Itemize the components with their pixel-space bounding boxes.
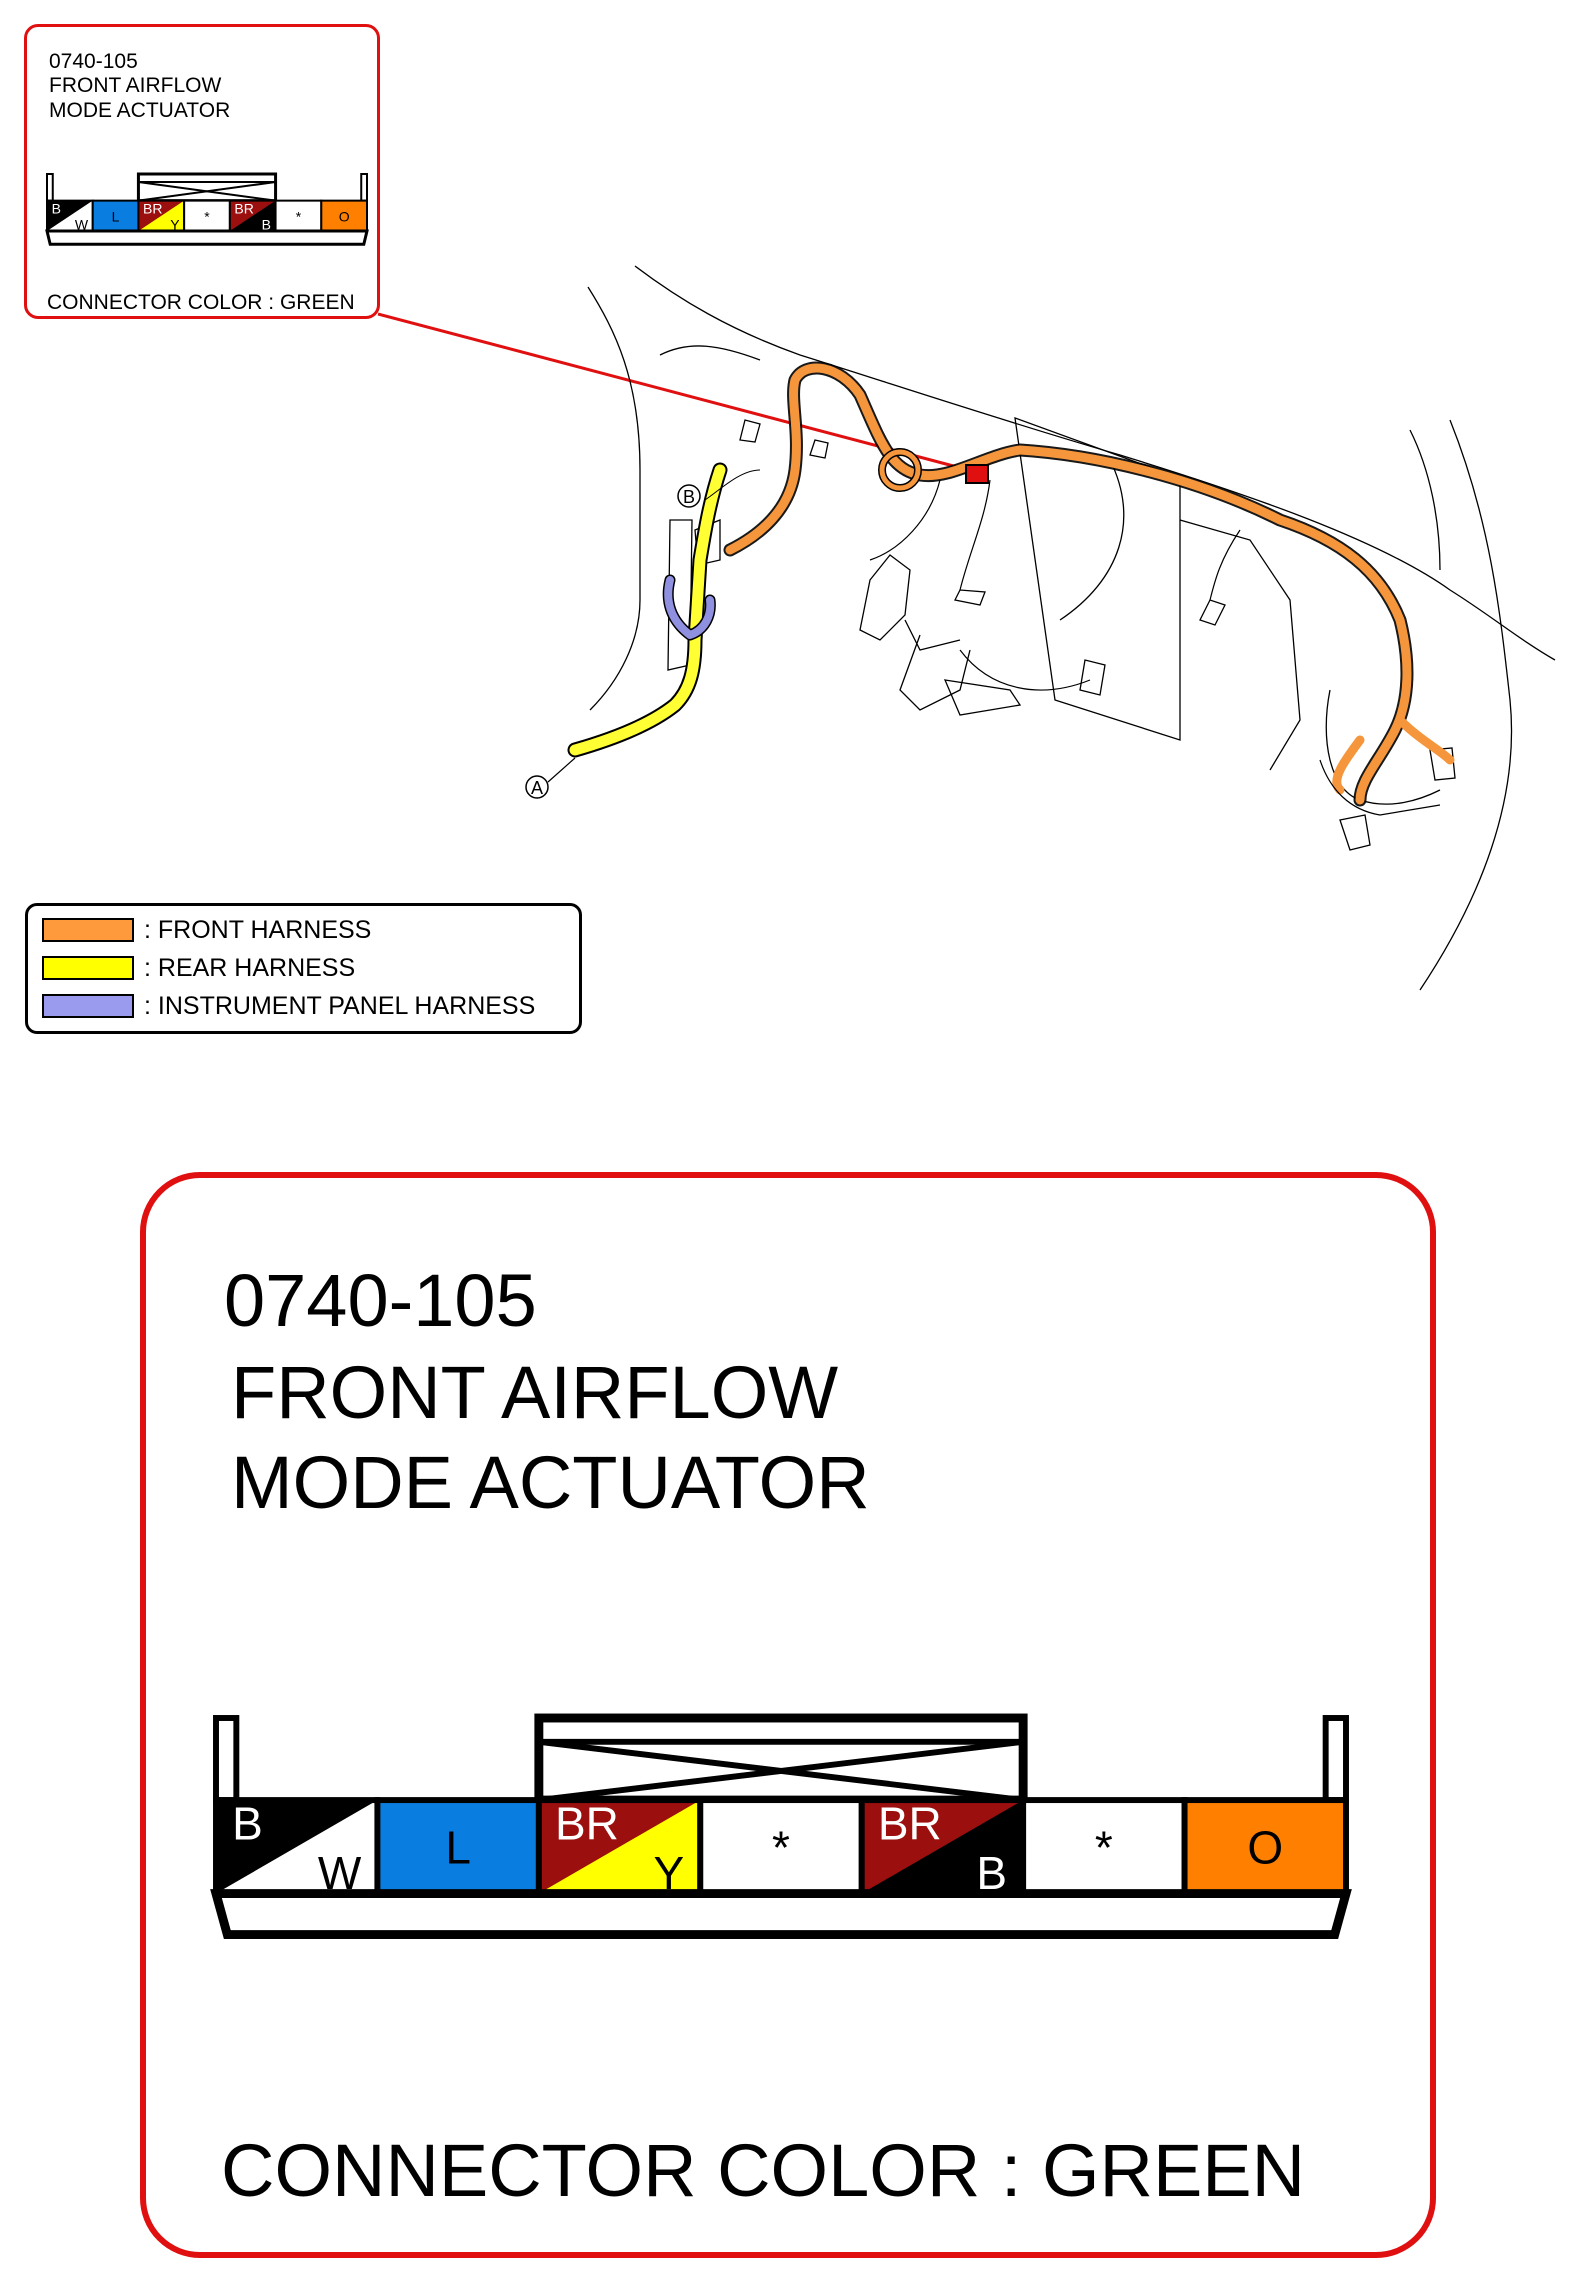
small-callout-code: 0740-105 (49, 50, 138, 73)
pin-3-bottom-label: Y (170, 216, 180, 232)
legend-swatch-instrument-panel (42, 994, 134, 1018)
pin-1-bottom-label: W (75, 216, 89, 232)
connector-lock-tab (534, 1713, 1028, 1805)
large-callout-name-line1: FRONT AIRFLOW (231, 1351, 839, 1434)
pin-5-top-label: BR (878, 1797, 942, 1849)
legend-swatch-front (42, 918, 134, 942)
small-callout-name-line2: MODE ACTUATOR (49, 99, 231, 122)
legend-label-front: : FRONT HARNESS (144, 916, 372, 944)
pin-4-fill (184, 200, 230, 231)
pin-3-top-label: BR (143, 200, 162, 216)
pin-4-label: * (204, 208, 210, 224)
pin-5-top-label: BR (234, 200, 253, 216)
pin-2-label: L (445, 1822, 471, 1874)
pin-6-fill (1023, 1800, 1185, 1894)
pin-4-label: * (772, 1822, 790, 1874)
legend-swatch-rear (42, 956, 134, 980)
pin-1-top-fill (216, 1800, 378, 1894)
harness-legend: : FRONT HARNESS : REAR HARNESS : INSTRUM… (25, 903, 582, 1034)
small-callout-connector-color: CONNECTOR COLOR : GREEN (47, 291, 355, 314)
pin-5-bottom-label: B (262, 216, 271, 232)
pin-7-fill (321, 200, 367, 231)
connector-right-post (1322, 1715, 1349, 1804)
small-callout-name-line1: FRONT AIRFLOW (49, 74, 222, 97)
pin-7-label: O (339, 208, 350, 224)
marker-b: B (683, 487, 695, 507)
harness-illustration: A B (377, 265, 1556, 991)
pin-6-fill (275, 200, 322, 231)
large-callout-name-line2: MODE ACTUATOR (231, 1441, 870, 1524)
pin-2-fill (92, 200, 139, 231)
connector-lock-tab-cross-b (538, 1738, 1024, 1804)
pin-7-fill (1184, 1800, 1346, 1894)
pin-2-fill (377, 1800, 539, 1894)
pin-5-top-fill (861, 1800, 1024, 1894)
legend-label-rear: : REAR HARNESS (144, 954, 356, 982)
connector-left-post (213, 1715, 240, 1804)
pin-7-label: O (1247, 1822, 1283, 1874)
marker-a: A (531, 778, 543, 798)
connector-base (210, 1889, 1352, 1940)
connector-lock-tab-cross-b (138, 181, 276, 202)
pin-6-label: * (296, 208, 302, 224)
legend-label-instrument-panel: : INSTRUMENT PANEL HARNESS (144, 992, 536, 1020)
pin-3-top-label: BR (555, 1797, 619, 1849)
pin-2-label: L (112, 208, 120, 224)
pin-4-fill (700, 1800, 862, 1894)
connector-base (45, 229, 369, 246)
pin-6-label: * (1095, 1822, 1113, 1874)
pin-1-top-label: B (52, 200, 61, 216)
large-callout-connector-color: CONNECTOR COLOR : GREEN (221, 2129, 1306, 2212)
pin-1-top-label: B (232, 1797, 263, 1849)
large-callout-code: 0740-105 (224, 1259, 537, 1342)
pin-3-top-fill (538, 1800, 701, 1894)
